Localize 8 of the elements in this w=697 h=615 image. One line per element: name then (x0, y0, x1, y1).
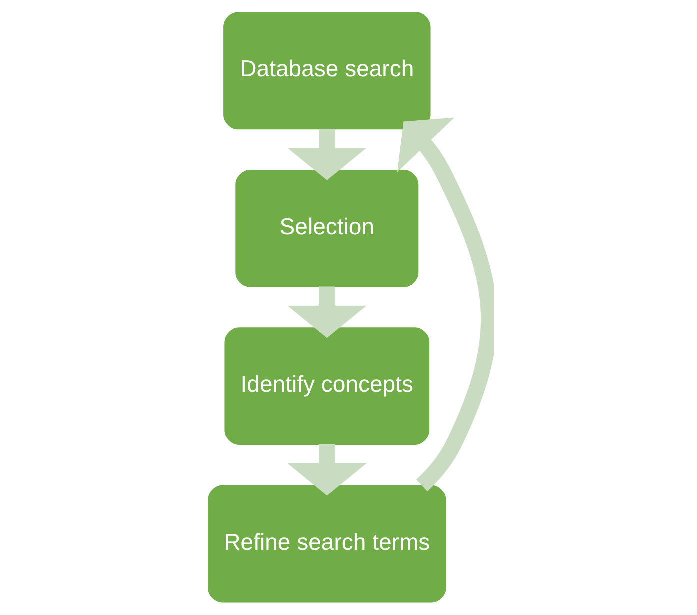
arrow (287, 129, 366, 180)
node-box: Identify concepts (224, 328, 430, 446)
node-box: Selection (235, 170, 418, 288)
node-box: Database search (223, 12, 430, 130)
arrow (287, 444, 366, 496)
node-box: Refine search terms (208, 485, 446, 603)
arrow (287, 286, 366, 338)
arrow (396, 118, 494, 492)
